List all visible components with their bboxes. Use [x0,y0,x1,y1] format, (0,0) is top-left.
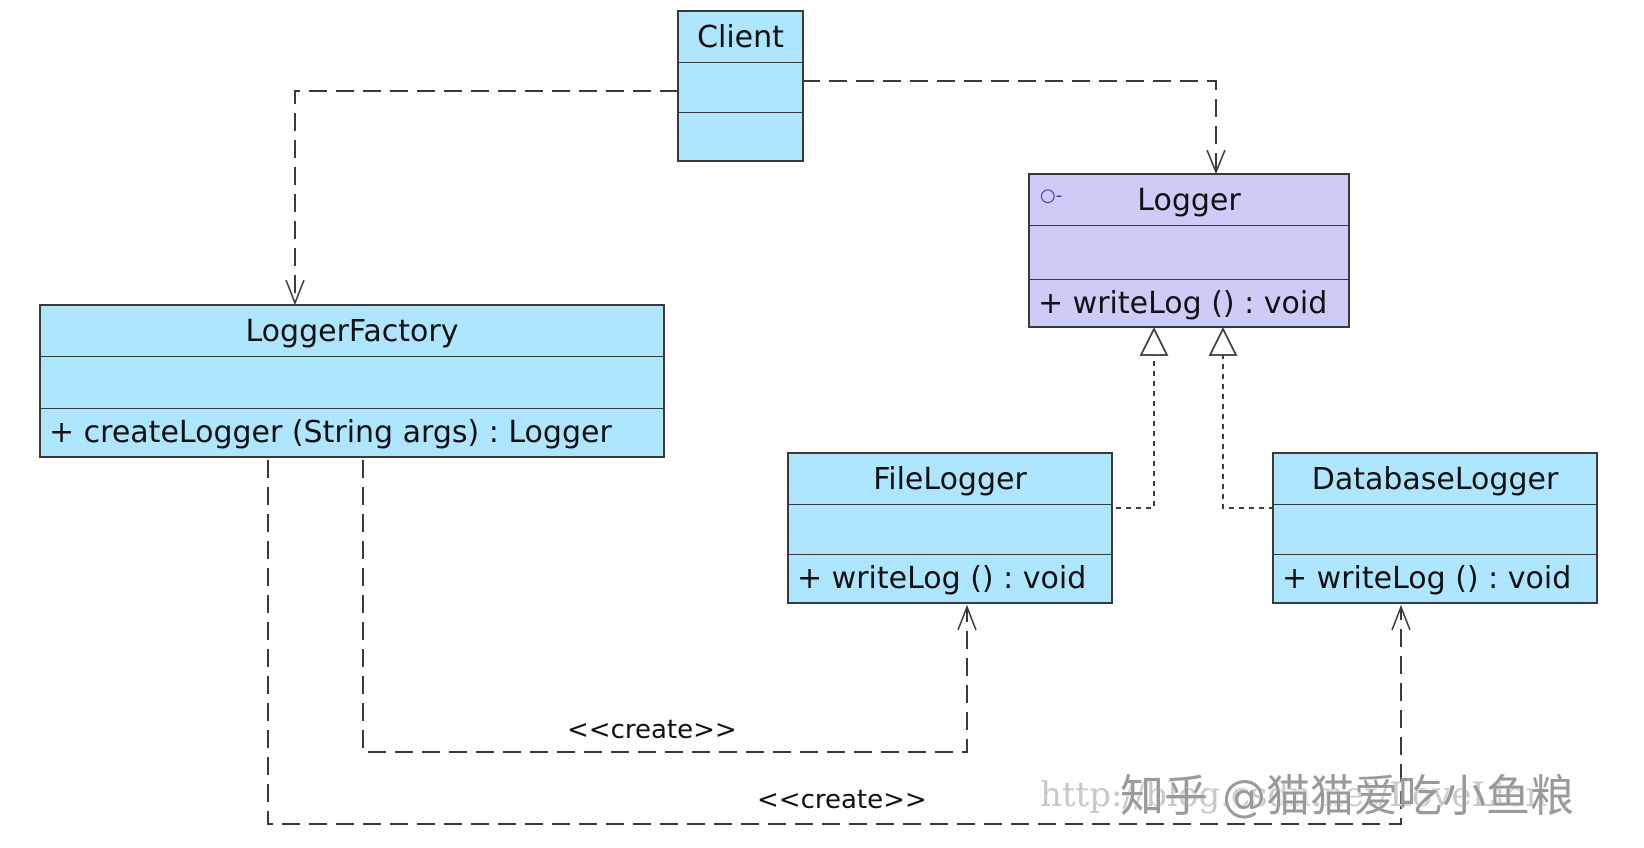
class-client-attributes [679,62,802,112]
class-file-logger-attributes [789,504,1111,554]
label-create-dblogger: <<create>> [757,785,927,815]
realization-triangle-file [1139,326,1169,356]
class-client-name: Client [697,19,784,55]
class-logger-factory-name: LoggerFactory [245,313,459,349]
class-file-logger[interactable]: FileLogger + writeLog () : void [787,452,1113,604]
interface-logger-attributes [1030,225,1348,279]
watermark-url: http://blog.csdn.net/LoveLion [1040,775,1548,815]
class-database-logger-name: DatabaseLogger [1311,461,1559,497]
edge-filelogger-logger [1116,355,1155,509]
watermark-zhihu: 知乎 @猫猫爱吃小鱼粮 [1120,771,1574,822]
class-database-logger-operation: + writeLog () : void [1274,554,1596,602]
edge-client-factory [294,90,678,303]
class-client[interactable]: Client [677,10,804,162]
interface-marker-icon: ○- [1040,185,1063,206]
class-file-logger-operation: + writeLog () : void [789,554,1111,602]
class-database-logger[interactable]: DatabaseLogger + writeLog () : void [1272,452,1598,604]
class-logger-factory-attributes [41,356,663,408]
class-logger-factory[interactable]: LoggerFactory + createLogger (String arg… [39,304,665,458]
class-database-logger-attributes [1274,504,1596,554]
class-file-logger-name: FileLogger [873,461,1027,497]
realization-triangle-db [1208,326,1238,356]
class-logger-factory-operation: + createLogger (String args) : Logger [41,408,663,456]
interface-logger-name: Logger [1137,182,1241,218]
edge-factory-dblogger [267,460,1402,825]
interface-logger[interactable]: ○- Logger + writeLog () : void [1028,173,1350,328]
label-create-filelogger: <<create>> [567,715,737,745]
arrowhead-client-factory [285,279,305,306]
arrowhead-create-file [957,604,977,631]
edge-factory-filelogger [362,460,968,753]
class-client-operations [679,112,802,160]
interface-logger-operation: + writeLog () : void [1030,279,1348,326]
edge-client-logger [802,80,1217,172]
arrowhead-client-logger [1206,149,1226,175]
edge-dblogger-logger [1222,355,1274,509]
arrowhead-create-db [1391,604,1411,631]
